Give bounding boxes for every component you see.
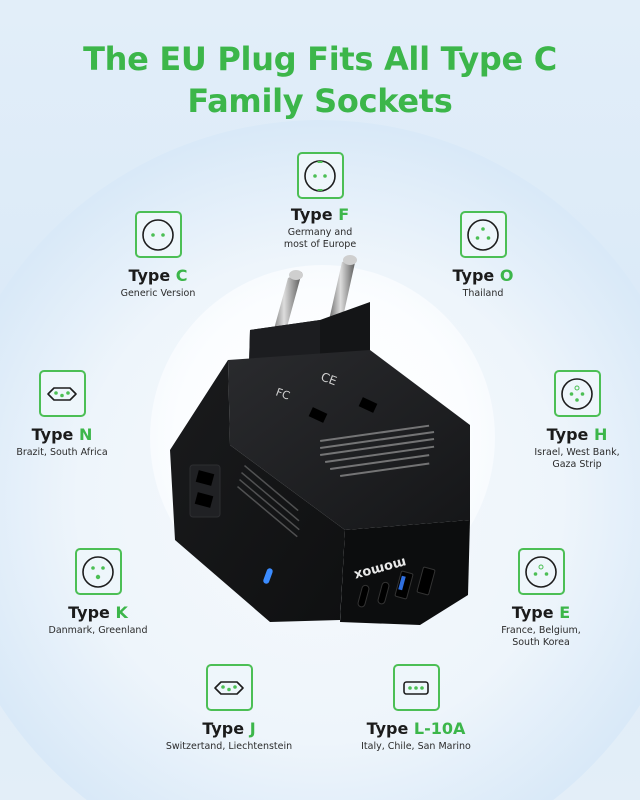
socket-type-label: Type L-10A xyxy=(366,719,466,738)
socket-desc: Brazit, South Africa xyxy=(16,447,108,458)
socket-type-c-icon xyxy=(134,211,182,258)
socket-desc: Switzertand, Liechtenstein xyxy=(165,741,293,752)
socket-desc: Italy, Chile, San Marino xyxy=(361,741,471,752)
svg-text:FC: FC xyxy=(274,386,292,403)
socket-type-o: Type O Thailand xyxy=(408,211,558,300)
socket-type-l-10a: Type L-10A Italy, Chile, San Marino xyxy=(341,664,491,753)
title-line-1: The EU Plug Fits All Type C xyxy=(83,40,557,78)
socket-type-o-icon xyxy=(459,211,507,258)
socket-type-k: Type K Danmark, Greenland xyxy=(23,548,173,637)
socket-type-label: Type O xyxy=(452,266,514,285)
socket-type-label: Type F xyxy=(290,205,350,224)
socket-type-e: Type E France, Belgium,South Korea xyxy=(466,548,616,649)
socket-type-label: Type E xyxy=(511,603,571,622)
socket-desc: Thailand xyxy=(462,288,504,299)
socket-type-label: Type C xyxy=(128,266,188,285)
title-line-2: Family Sockets xyxy=(187,82,453,120)
socket-type-c: Type C Generic Version xyxy=(83,211,233,300)
socket-type-n-icon xyxy=(38,370,86,417)
socket-type-n: Type N Brazit, South Africa xyxy=(0,370,137,459)
socket-type-h: Type H Israel, West Bank,Gaza Strip xyxy=(502,370,640,471)
socket-type-f-icon xyxy=(296,152,344,199)
socket-type-j: Type J Switzertand, Liechtenstein xyxy=(149,664,309,753)
page-title: The EU Plug Fits All Type C Family Socke… xyxy=(0,38,640,122)
socket-desc: Danmark, Greenland xyxy=(48,625,148,636)
socket-type-label: Type N xyxy=(31,425,93,444)
socket-type-e-icon xyxy=(517,548,565,595)
socket-type-l-icon xyxy=(392,664,440,711)
travel-adapter-image: FC CE momox xyxy=(170,255,470,625)
socket-type-label: Type K xyxy=(68,603,128,622)
socket-desc: Israel, West Bank,Gaza Strip xyxy=(534,447,620,470)
socket-type-h-icon xyxy=(553,370,601,417)
svg-text:CE: CE xyxy=(319,370,339,389)
socket-desc: France, Belgium,South Korea xyxy=(501,625,581,648)
socket-type-k-icon xyxy=(74,548,122,595)
socket-type-label: Type J xyxy=(202,719,256,738)
socket-type-label: Type H xyxy=(546,425,608,444)
socket-desc: Generic Version xyxy=(120,288,196,299)
socket-type-j-icon xyxy=(205,664,253,711)
